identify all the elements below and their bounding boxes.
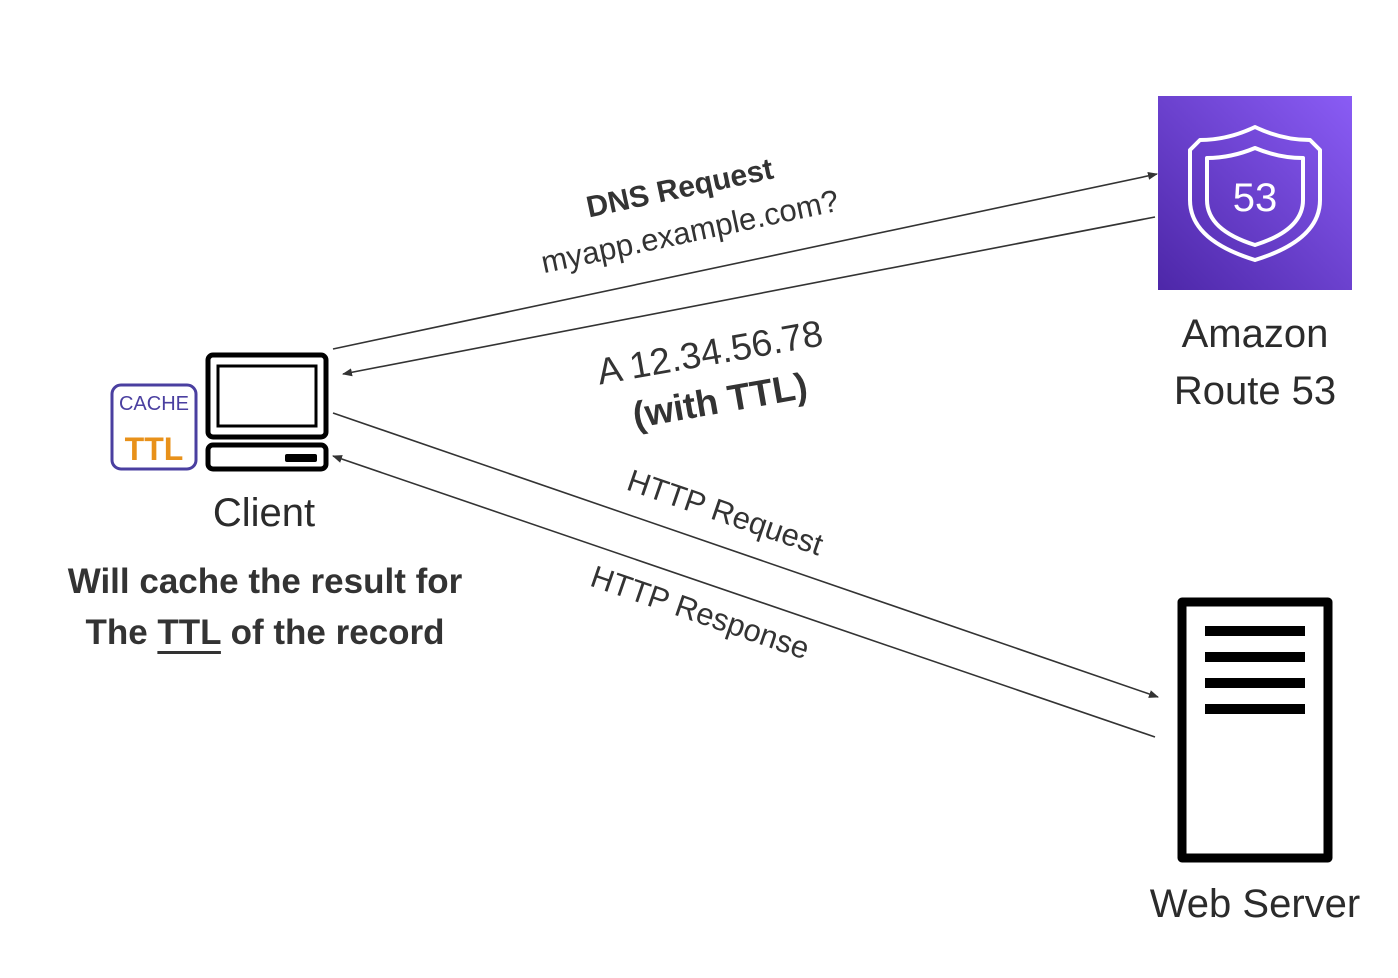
client-label: Client	[212, 491, 316, 535]
route53-icon: 53	[1158, 96, 1352, 290]
client-note-line1: Will cache the result for	[67, 562, 463, 601]
web-server-label: Web Server	[1149, 882, 1361, 926]
cache-badge-top-text: CACHE	[119, 393, 189, 415]
dns-request-arrow	[332, 171, 1158, 350]
client-note-prefix: The	[85, 613, 158, 652]
computer-icon	[205, 352, 329, 472]
client-note-suffix: of the record	[220, 613, 445, 652]
route53-label-line2: Route 53	[1173, 369, 1337, 413]
web-server-icon	[1177, 597, 1333, 863]
http-response-arrow	[332, 455, 1156, 738]
cache-badge-ttl-text: TTL	[125, 431, 184, 467]
client-cache-note: Will cache the result for The TTL of the…	[30, 556, 500, 658]
route53-badge-number: 53	[1233, 176, 1278, 220]
route53-label-line1: Amazon	[1181, 312, 1329, 356]
cache-badge: CACHE TTL	[110, 383, 198, 471]
client-note-line2: The TTL of the record	[30, 607, 500, 658]
dns-response-arrow	[342, 216, 1156, 377]
client-note-ttl-emphasis: TTL	[157, 613, 221, 652]
http-request-arrow	[332, 412, 1159, 698]
